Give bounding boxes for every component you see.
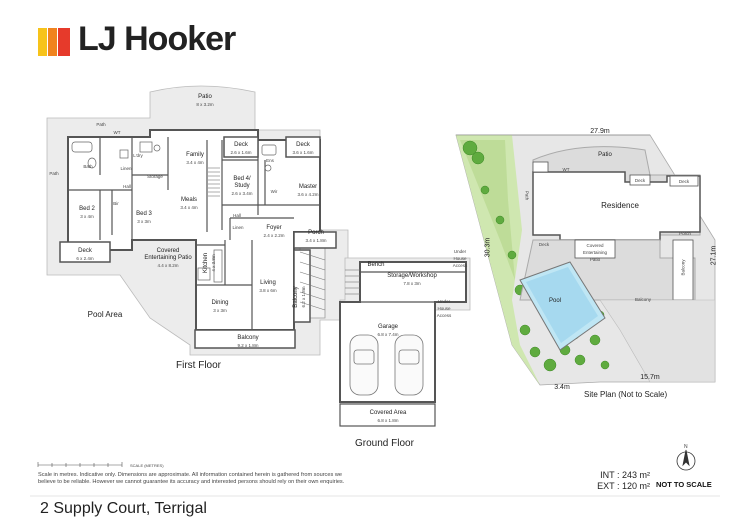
room-path-top: Path bbox=[96, 122, 106, 127]
room-wir: Wir bbox=[270, 189, 278, 194]
room-ens: Ens bbox=[266, 158, 274, 163]
disclaimer-note: Scale in metres. Indicative only. Dimens… bbox=[38, 472, 345, 485]
site-balcony-side: Balcony bbox=[680, 259, 686, 276]
ground-floor-title: Ground Floor bbox=[355, 438, 414, 449]
room-hall-1: Hall bbox=[123, 184, 131, 189]
site-residence: Residence bbox=[601, 201, 639, 210]
brand-logo: LJ Hooker bbox=[38, 20, 248, 60]
logo-stripes bbox=[38, 28, 70, 56]
site-path: Path bbox=[524, 190, 530, 201]
site-dim-top: 27.9m bbox=[590, 128, 610, 135]
room-under-house-2: Under House Access bbox=[436, 299, 452, 318]
property-address: 2 Supply Court, Terrigal bbox=[40, 500, 207, 517]
room-hall-2: Hall bbox=[233, 213, 241, 218]
site-deck-c: Deck bbox=[538, 242, 550, 247]
room-path-side: Path bbox=[49, 171, 59, 176]
site-plan-title: Site Plan (Not to Scale) bbox=[584, 390, 668, 399]
room-pool-area: Pool Area bbox=[87, 310, 123, 319]
room-linen-2: Linen bbox=[232, 225, 244, 230]
room-bath: Bath bbox=[83, 164, 93, 169]
north-arrow-icon bbox=[674, 447, 698, 471]
site-pool: Pool bbox=[548, 298, 561, 304]
room-under-house-1: Under House Access bbox=[452, 249, 468, 268]
room-ldry: L'dry bbox=[133, 153, 143, 158]
site-porch: Porch bbox=[679, 231, 691, 236]
site-dim-bottom: 15.7m bbox=[640, 374, 660, 381]
north-label: N bbox=[684, 444, 688, 450]
room-storage: Storage bbox=[147, 174, 163, 179]
room-wt: WT bbox=[113, 130, 121, 135]
site-deck-a: Deck bbox=[634, 178, 646, 183]
brand-name: LJ Hooker bbox=[78, 20, 236, 58]
area-internal: INT : 243 m² bbox=[600, 470, 650, 480]
site-wt: WT bbox=[562, 167, 570, 172]
site-covered-patio: Covered Entertaining Patio bbox=[582, 243, 608, 262]
scale-bar-label: SCALE (METRES) bbox=[130, 463, 164, 468]
site-dim-left: 30.3m bbox=[484, 237, 492, 258]
room-bir: Bir bbox=[113, 201, 119, 206]
site-patio: Patio bbox=[598, 152, 612, 158]
not-to-scale-label: NOT TO SCALE bbox=[656, 480, 712, 489]
room-bench: Bench bbox=[367, 262, 385, 268]
room-linen: Linen bbox=[120, 166, 132, 171]
first-floor-title: First Floor bbox=[176, 360, 221, 371]
site-deck-b: Deck bbox=[678, 179, 690, 184]
site-dim-bottom-left: 3.4m bbox=[554, 384, 570, 391]
area-external: EXT : 120 m² bbox=[597, 481, 650, 491]
site-balcony-bottom: Balcony bbox=[634, 297, 651, 302]
site-dim-right: 27.1m bbox=[710, 245, 718, 266]
